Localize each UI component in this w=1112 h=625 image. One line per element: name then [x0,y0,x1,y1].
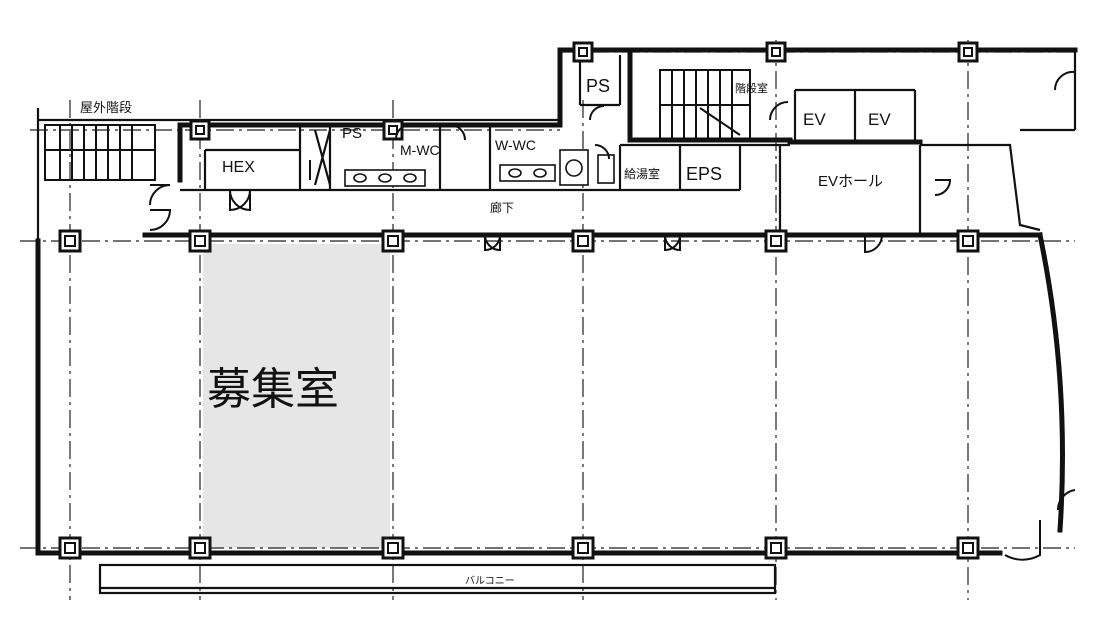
column [957,41,979,63]
column [572,41,594,63]
column [58,536,82,560]
grid-lines [20,40,1075,600]
column [956,229,980,253]
label-hex: HEX [222,159,255,176]
restroom-fixtures [313,129,615,187]
outdoor-stair-icon [44,124,156,181]
column [381,536,405,560]
column [571,229,595,253]
label-ps-1: PS [342,125,362,142]
label-m-wc: M-WC [400,142,440,158]
label-w-wc: W-WC [495,137,536,153]
label-stair-outdoor: 屋外階段 [80,100,132,115]
column [58,229,82,253]
label-ps-2: PS [586,76,610,96]
label-balcony: バルコニー [465,575,515,587]
column [765,41,787,63]
label-eps: EPS [686,164,722,184]
label-ev-2: EV [868,110,891,129]
label-storage: 給湯室 [624,166,660,181]
column [956,536,980,560]
label-stair-inner: 階段室 [735,81,768,95]
column [381,229,405,253]
column [189,119,211,141]
label-ev-1: EV [803,110,826,129]
column [764,536,788,560]
available-room-fill[interactable] [203,244,390,548]
column [571,536,595,560]
structural-columns [58,41,980,560]
column [188,229,212,253]
label-available-room[interactable]: 募集室 [207,364,339,415]
doors [149,70,1076,561]
label-ev-hall: EVホール [818,173,883,190]
column [764,229,788,253]
inner-stair-icon [659,69,751,141]
label-corridor: 廊下 [490,200,514,215]
column [188,536,212,560]
